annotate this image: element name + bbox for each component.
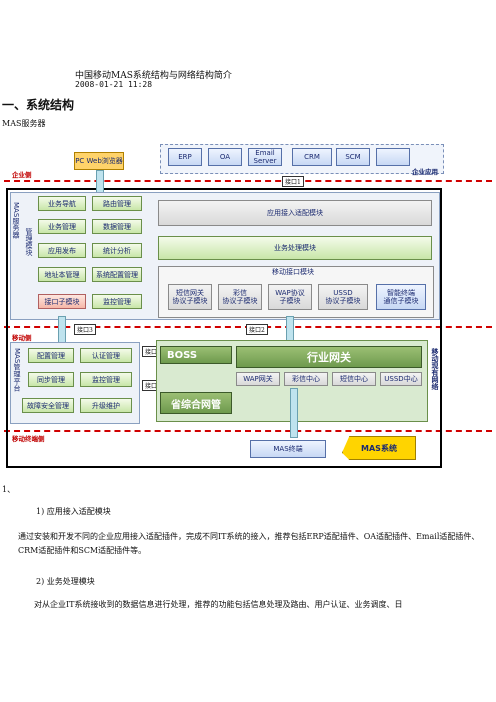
item-number: 1、	[2, 485, 16, 494]
crm-box: CRM	[292, 148, 332, 166]
module-data-mgmt: 数据管理	[92, 219, 142, 234]
module-interface-sub: 接口子模块	[38, 294, 86, 309]
mas-server-vertical-label: MAS服务器	[12, 202, 20, 239]
platform-monitor: 监控管理	[80, 372, 132, 387]
enterprise-app-label: 企业应用	[412, 168, 438, 176]
module-app-publish: 应用发布	[38, 243, 86, 258]
subsection2-text: 对从企业IT系统接收到的数据信息进行处理，推荐的功能包括信息处理及路由、用户认证…	[34, 600, 403, 609]
province-mgmt-bar: 省综合网管	[160, 392, 232, 414]
ussd-center: USSD中心	[380, 372, 422, 386]
module-stats: 统计分析	[92, 243, 142, 258]
mobile-network-vertical-label: 移动现有网络	[431, 348, 439, 390]
zone-line-enterprise	[4, 180, 492, 182]
interface3-tab: 接口3	[74, 324, 96, 335]
arrow-browser-down	[96, 170, 104, 194]
platform-config: 配置管理	[28, 348, 74, 363]
subsection1-title: 1) 应用接入适配模块	[36, 507, 111, 516]
architecture-diagram: ERP OA Email Server CRM SCM 企业应用 PC Web浏…	[0, 140, 496, 470]
mas-system-border	[6, 188, 442, 468]
zone-terminal-label: 移动终端侧	[12, 435, 45, 443]
iface-smart-terminal: 智能终端 通信子模块	[376, 284, 426, 310]
subsection2-title: 2) 业务处理模块	[36, 577, 95, 586]
mas-terminal-box: MAS终端	[250, 440, 326, 458]
email-server-box: Email Server	[248, 148, 282, 166]
oa-box: OA	[208, 148, 242, 166]
doc-datetime: 2008-01-21 11:28	[75, 80, 153, 89]
module-business-mgmt: 业务管理	[38, 219, 86, 234]
wap-gateway: WAP网关	[236, 372, 280, 386]
module-route-mgmt: 路由管理	[92, 196, 142, 211]
boss-bar: BOSS	[160, 346, 232, 364]
interface1-tab: 接口1	[282, 176, 304, 187]
pc-browser-box: PC Web浏览器	[74, 152, 124, 170]
module-sys-config: 系统配置管理	[92, 267, 142, 282]
scm-box: SCM	[336, 148, 370, 166]
service-proc-module: 业务处理模块	[158, 236, 432, 260]
industry-gateway-bar: 行业网关	[236, 346, 422, 368]
doc-title: 中国移动MAS系统结构与网络结构简介	[75, 71, 232, 81]
mms-center: 彩信中心	[284, 372, 328, 386]
mas-platform-vertical-label: MAS管理平台	[13, 348, 21, 392]
iface-wap: WAP协议 子模块	[268, 284, 312, 310]
iface-sms: 短信网关 协议子模块	[168, 284, 212, 310]
module-monitor: 监控管理	[92, 294, 142, 309]
module-addressbook: 地址本管理	[38, 267, 86, 282]
module-business-nav: 业务导航	[38, 196, 86, 211]
mgmt-vertical-label: 管理模块	[25, 228, 33, 256]
iface-mms: 彩信 协议子模块	[218, 284, 262, 310]
section-subheading: MAS服务器	[2, 119, 46, 128]
platform-auth: 认证管理	[80, 348, 132, 363]
iface-ussd: USSD 协议子模块	[318, 284, 368, 310]
section-heading: 一、系统结构	[2, 98, 75, 112]
platform-fault-security: 故障安全管理	[22, 398, 74, 413]
mas-system-callout: MAS系统	[342, 436, 416, 460]
zone-enterprise-label: 企业侧	[12, 171, 32, 179]
interface2-tab: 接口2	[246, 324, 268, 335]
arrow-terminal	[290, 388, 298, 438]
erp-box: ERP	[168, 148, 202, 166]
sms-center: 短信中心	[332, 372, 376, 386]
other-app-box	[376, 148, 410, 166]
platform-upgrade: 升级维护	[80, 398, 132, 413]
platform-sync: 同步管理	[28, 372, 74, 387]
mobile-iface-label: 移动接口模块	[272, 268, 314, 276]
zone-line-terminal	[4, 430, 492, 432]
subsection1-text: 通过安装和开发不同的企业应用接入适配插件，完成不同IT系统的接入，推荐包括ERP…	[18, 532, 480, 555]
zone-mobile-label: 移动侧	[12, 334, 32, 342]
app-adapter-module: 应用接入适配模块	[158, 200, 432, 226]
